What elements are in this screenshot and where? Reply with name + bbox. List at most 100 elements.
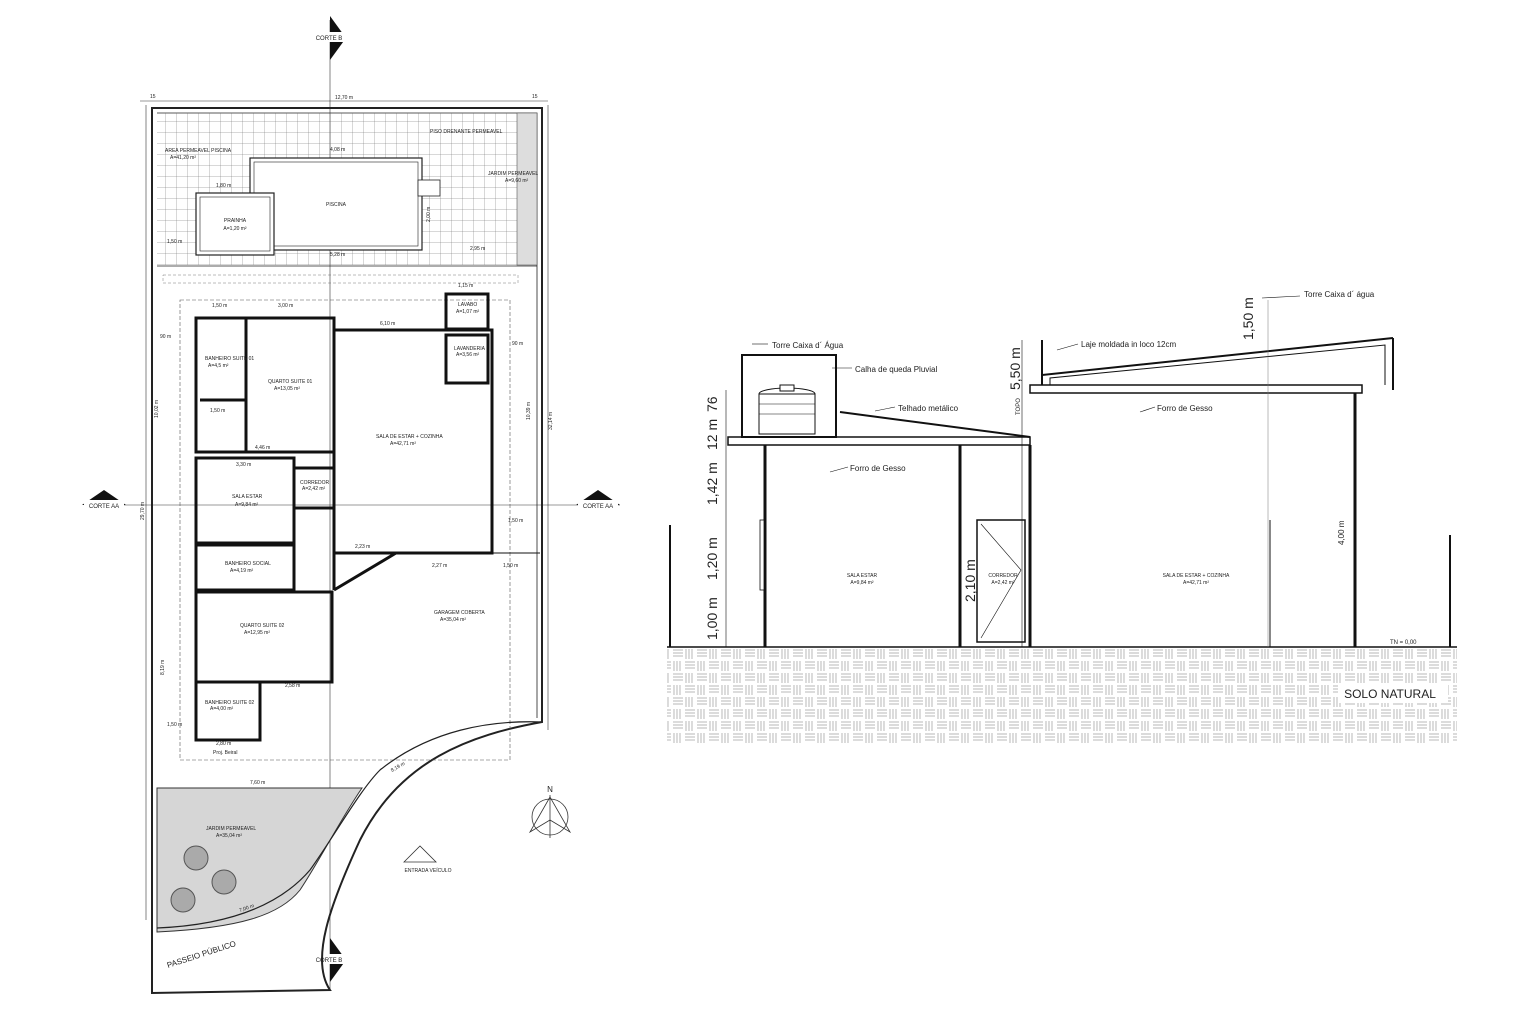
- banheiro-suite-02-area: A=4,00 m²: [210, 706, 234, 712]
- lavabo: LAVABO: [458, 302, 477, 308]
- banheiro-suite-02: BANHEIRO SUITE 02: [205, 700, 254, 706]
- dim-076: 76: [704, 396, 720, 412]
- entrada-veiculo: ENTRADA VEÍCULO: [405, 867, 452, 874]
- banheiro-social: BANHEIRO SOCIAL: [225, 561, 271, 567]
- door: [976, 519, 1026, 643]
- tree-2: [211, 869, 237, 895]
- corte-a-right-label: CORTE AA: [583, 504, 613, 510]
- dim-150-section: 1,50 m: [1240, 297, 1256, 340]
- dim-223: 2,23 m: [355, 544, 370, 550]
- banheiro-suite-01-area: A=4,5 m²: [208, 363, 229, 369]
- right-slab: [1029, 384, 1363, 394]
- dim-150-mid: 1,50 m: [508, 518, 523, 524]
- dim-150-top: 1,50 m: [212, 303, 227, 309]
- dim-120: 1,20 m: [704, 537, 720, 580]
- quarto-suite-01: QUARTO SUITE 01: [268, 379, 312, 385]
- dim-150-pool: 1,50 m: [167, 239, 182, 245]
- dim-pool-w2: 5,28 m: [330, 252, 345, 258]
- dim-left-total: 29,70 m: [140, 502, 146, 520]
- section-drawing: SOLO NATURAL TN = 0,00: [667, 290, 1457, 745]
- dim-700-curve: 7,00 m: [239, 903, 255, 914]
- dim-115: 1,15 m: [458, 283, 473, 289]
- quarto-suite-02-area: A=12,95 m²: [244, 630, 270, 636]
- section-sala-estar: SALA ESTAR: [847, 573, 878, 579]
- dim-400: 4,00 m: [1337, 520, 1346, 545]
- dim-819: 8,19 m: [160, 660, 166, 675]
- calha: Calha de queda Pluvial: [855, 365, 938, 374]
- jardim-permeavel-front-area: A=35,04 m²: [216, 833, 242, 839]
- sala-estar: SALA ESTAR: [232, 494, 263, 500]
- garagem-coberta-area: A=35,04 m²: [440, 617, 466, 623]
- dim-right-total: 32,14 m: [548, 412, 554, 430]
- north-arrow: N: [528, 785, 572, 838]
- piscina-label: PISCINA: [326, 202, 347, 208]
- lot-outline: [151, 107, 543, 995]
- dim-1002: 10,02 m: [154, 400, 160, 418]
- dim-300-top: 3,00 m: [278, 303, 293, 309]
- left-slab: [727, 436, 1031, 446]
- passeio-publico: PASSEIO PÚBLICO: [166, 939, 237, 970]
- section-corredor: CORREDOR: [988, 573, 1018, 579]
- corte-b-bottom-marker: CORTE B: [312, 938, 346, 982]
- lavanderia: LAVANDERIA: [454, 346, 486, 352]
- water-tower-left: [741, 354, 837, 438]
- dim-610: 6,10 m: [380, 321, 395, 327]
- dim-1039: 10,39 m: [526, 402, 532, 420]
- jardim-permeavel-front: [156, 787, 363, 933]
- banheiro-social-area: A=4,19 m²: [230, 568, 254, 574]
- corte-b-top-label: CORTE B: [316, 36, 343, 42]
- dim-819-curve: 8,19 m: [390, 761, 406, 774]
- lavabo-area: A=1,07 m²: [456, 309, 480, 315]
- dim-180-pool: 1,80 m: [216, 183, 231, 189]
- section-sala-estar-cozinha-area: A=42,71 m²: [1183, 580, 1209, 586]
- dim-210: 2,10 m: [962, 559, 978, 602]
- entrada-veiculo-arrow: [403, 845, 437, 863]
- dim-15-tl: 15: [150, 94, 156, 100]
- pool: [249, 157, 423, 251]
- prainha-label: PRAINHA: [224, 218, 247, 224]
- telhado: Telhado metálico: [898, 404, 959, 413]
- dim-150-suite: 1,50 m: [210, 408, 225, 414]
- dim-012: 12 m: [704, 419, 720, 450]
- sala-estar-area: A=9,84 m²: [235, 502, 259, 508]
- area-permeavel-piscina: AREA PERMEAVEL PISCINA: [165, 148, 232, 154]
- sala-estar-cozinha: SALA DE ESTAR + COZINHA: [376, 434, 443, 440]
- corte-b-top-marker: CORTE B: [312, 16, 346, 60]
- solo-natural: SOLO NATURAL: [1344, 687, 1436, 701]
- tn-level: TN = 0,00: [1390, 640, 1417, 646]
- dim-760: 7,60 m: [250, 780, 265, 786]
- corte-a-left-marker: CORTE AA: [82, 490, 126, 510]
- laje: Laje moldada in loco 12cm: [1081, 340, 1177, 349]
- dim-100: 1,00 m: [704, 597, 720, 640]
- topo-value: 5,50 m: [1007, 347, 1023, 390]
- dim-227: 2,27 m: [432, 563, 447, 569]
- dim-150-right: 1,50 m: [503, 563, 518, 569]
- dim-pool-w: 4,08 m: [330, 147, 345, 153]
- piso-drenante: PISO DRENANTE PERMEAVEL: [430, 129, 503, 135]
- dim-top-total: 12,70 m: [335, 95, 353, 101]
- sala-estar-cozinha-area: A=42,71 m²: [390, 441, 416, 447]
- jardim-permeavel-top-val: A=9,60 m²: [505, 178, 529, 184]
- banheiro-suite-01: BANHEIRO SUITE 01: [205, 356, 254, 362]
- dim-150-low: 1,50 m: [167, 722, 182, 728]
- proj-beiral: Proj. Beiral: [213, 750, 237, 756]
- soil-hatch: [667, 647, 1457, 745]
- section-sala-estar-area: A=9,84 m²: [850, 580, 874, 586]
- dim-090-left: 90 m: [160, 334, 171, 340]
- corredor-area: A=2,42 m²: [302, 486, 326, 492]
- proj-beiral-line: [179, 299, 511, 761]
- dim-15-tr: 15: [532, 94, 538, 100]
- corte-b-bottom-label: CORTE B: [316, 958, 343, 964]
- dim-446: 4,46 m: [255, 445, 270, 451]
- quarto-suite-02: QUARTO SUITE 02: [240, 623, 284, 629]
- dim-330: 3,30 m: [236, 462, 251, 468]
- tree-1: [183, 845, 209, 871]
- corredor: CORREDOR: [300, 480, 330, 486]
- dim-295: 2,95 m: [470, 246, 485, 252]
- floor-plan: CORTE B CORTE B CORTE AA CORTE AA 12,70 …: [82, 16, 620, 995]
- section-sala-estar-cozinha: SALA DE ESTAR + COZINHA: [1163, 573, 1230, 579]
- pool-equipment: [417, 179, 441, 197]
- torre-caixa-agua-right: Torre Caixa d´ água: [1304, 290, 1375, 299]
- telhado-metalico: [839, 411, 1031, 438]
- jardim-permeavel-top: [516, 112, 538, 266]
